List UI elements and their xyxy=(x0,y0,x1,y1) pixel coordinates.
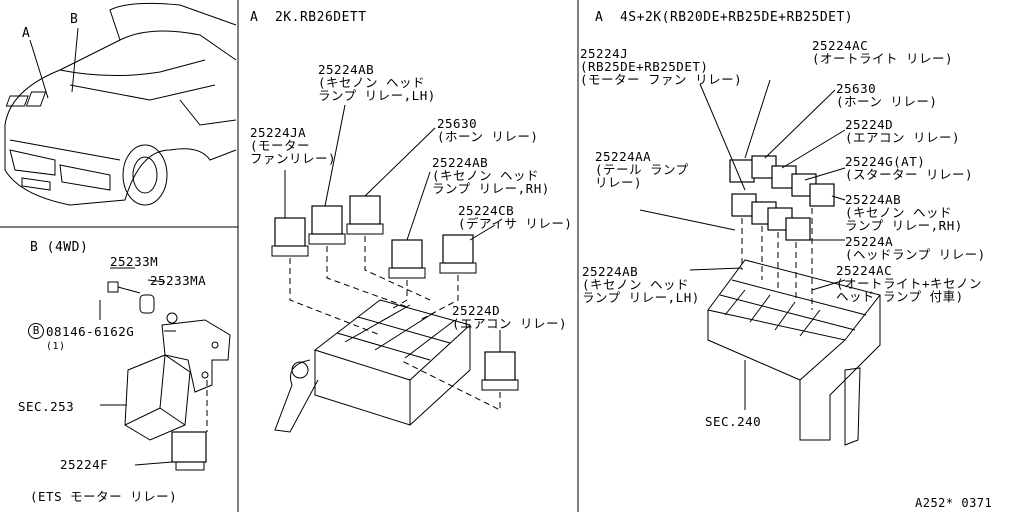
car-sketch xyxy=(4,2,237,206)
car-label-b: B xyxy=(70,12,79,27)
label-sec253: SEC.253 xyxy=(18,399,75,414)
label-a2-25630: 25630 (ホーン リレー) xyxy=(836,81,938,109)
label-a1-25224ab-rh: 25224AB (キセノン ヘッド ランプ リレー,RH) xyxy=(432,155,550,196)
label-25224f: 25224F xyxy=(60,457,109,472)
label-a2-25224a: 25224A (ヘッドランプ リレー) xyxy=(845,234,986,262)
relay-25224f xyxy=(171,431,207,463)
label-a1-25630: 25630 (ホーン リレー) xyxy=(437,116,539,144)
relay-25224ja xyxy=(274,217,306,247)
relay-25224cb xyxy=(442,234,474,264)
label-a2-25224aa: 25224AA (テール ランプ リレー) xyxy=(595,149,689,190)
label-bolt-qty: (1) xyxy=(46,341,66,352)
panel-a1-title: A 2K.RB26DETT xyxy=(250,10,367,25)
label-a2-25224ac-xenon: 25224AC (オートライト+キセノン ヘッド ランプ 付車) xyxy=(836,263,983,304)
label-a1-25224ab-lh: 25224AB (キセノン ヘッド ランプ リレー,LH) xyxy=(318,62,436,103)
label-a2-25224d: 25224D (エアコン リレー) xyxy=(845,117,961,145)
panel-a2-title: A 4S+2K(RB20DE+RB25DE+RB25DET) xyxy=(595,10,854,25)
panel-a1-leaders xyxy=(284,104,501,352)
label-a2-25224ab-rh: 25224AB (キセノン ヘッド ランプ リレー,RH) xyxy=(845,192,963,233)
relay-25630 xyxy=(349,195,381,225)
car-label-a: A xyxy=(22,26,31,41)
label-a2-25224ac: 25224AC (オートライト リレー) xyxy=(812,38,954,66)
label-a2-25224g: 25224G(AT) (スターター リレー) xyxy=(845,154,974,182)
panel-b-title: B (4WD) xyxy=(30,240,89,255)
label-25233ma: 25233MA xyxy=(150,273,207,288)
label-a2-25224j: 25224J (RB25DE+RB25DET) (モーター ファン リレー) xyxy=(580,46,743,87)
diagram-code: A252* 0371 xyxy=(915,496,993,510)
bolt-symbol-icon: B xyxy=(28,323,44,339)
label-a1-25224d: 25224D (エアコン リレー) xyxy=(452,303,568,331)
panel-b-drawing xyxy=(99,267,231,471)
relay-25224d xyxy=(484,351,516,381)
label-a2-25224ab-lh: 25224AB (キセノン ヘッド ランプ リレー,LH) xyxy=(582,264,700,305)
label-25233m: 25233M xyxy=(110,254,159,269)
label-a1-25224cb: 25224CB (デアイサ リレー) xyxy=(458,203,573,231)
label-ets-relay: (ETS モーター リレー) xyxy=(30,489,178,504)
label-a2-sec240: SEC.240 xyxy=(705,414,762,429)
relay-25224ab-lh xyxy=(311,205,343,235)
label-bolt: 08146-6162G xyxy=(46,324,135,339)
panel-a2-drawing xyxy=(639,79,881,446)
relay-25224ab-rh xyxy=(391,239,423,269)
label-a1-25224ja: 25224JA (モーター ファンリレー) xyxy=(250,125,337,166)
